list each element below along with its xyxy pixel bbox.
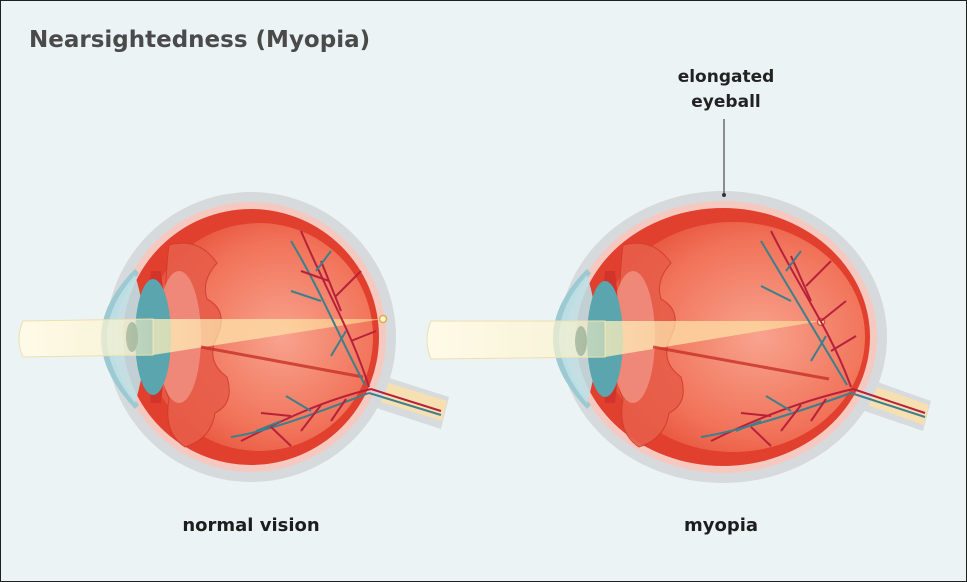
light-cone <box>153 319 383 355</box>
caption-myopia: myopia <box>683 515 759 536</box>
caption-normal-vision: normal vision <box>182 515 320 536</box>
normal-eye <box>18 192 449 482</box>
diagram-title: Nearsightedness (Myopia) <box>29 27 371 53</box>
retinal-vessels <box>230 230 442 447</box>
annotation-line-1: elongated <box>677 67 775 87</box>
cornea <box>101 269 139 409</box>
cornea-myopia <box>553 269 591 409</box>
elongated-eyeball-label: elongated eyeball <box>641 65 811 115</box>
annotation-line-2: eyeball <box>691 92 761 112</box>
myopic-eye <box>426 119 931 483</box>
annotation-anchor-dot <box>722 193 726 197</box>
focal-point <box>378 314 388 324</box>
retinal-vessels-myopia <box>700 230 926 447</box>
light-beam-myopia <box>426 320 606 360</box>
light-beam <box>18 318 154 358</box>
